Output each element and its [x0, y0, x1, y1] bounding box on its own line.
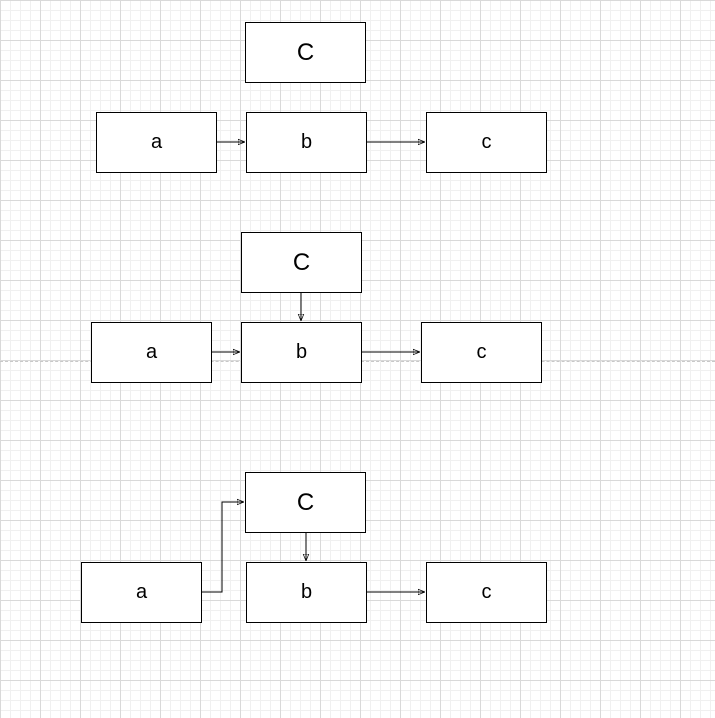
edge-d3-a-to-C[interactable] — [201, 502, 244, 593]
d1-node-b[interactable]: b — [246, 112, 367, 173]
d2-node-C[interactable]: C — [241, 232, 362, 293]
d3-node-C[interactable]: C — [245, 472, 366, 533]
d2-node-a[interactable]: a — [91, 322, 212, 383]
d3-node-c[interactable]: c — [426, 562, 547, 623]
d1-node-C[interactable]: C — [245, 22, 366, 83]
d2-node-b[interactable]: b — [241, 322, 362, 383]
d1-node-a[interactable]: a — [96, 112, 217, 173]
d3-node-a[interactable]: a — [81, 562, 202, 623]
d1-node-c[interactable]: c — [426, 112, 547, 173]
d2-node-c[interactable]: c — [421, 322, 542, 383]
d3-node-b[interactable]: b — [246, 562, 367, 623]
